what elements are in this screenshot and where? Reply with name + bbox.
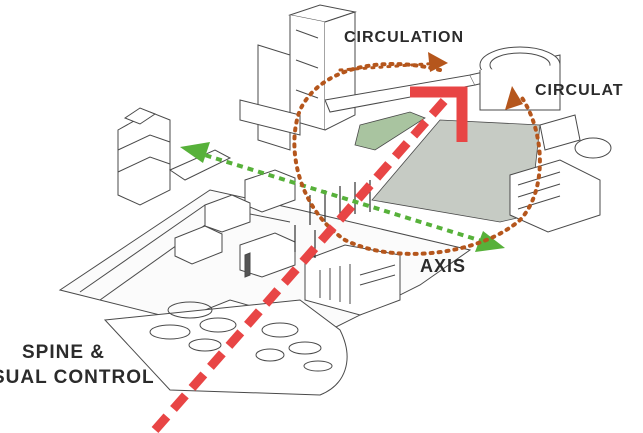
- axis-arrow-right: [475, 231, 505, 252]
- label-spine-line2: SUAL CONTROL: [0, 367, 155, 388]
- spine: [151, 86, 468, 433]
- right-building: [479, 46, 612, 233]
- circulation-arrow-top: [338, 61, 442, 72]
- lower-building: [244, 244, 401, 316]
- circulation-arrowhead-right: [505, 86, 523, 110]
- axis-line: [180, 142, 505, 252]
- label-circulation-right: CIRCULAT: [535, 82, 624, 99]
- label-circulation-top: CIRCULATION: [344, 29, 465, 46]
- garden-patch: [354, 111, 426, 151]
- slanted-block: [239, 44, 301, 151]
- label-spine-line1: SPINE &: [22, 342, 106, 363]
- spine-elbow: [410, 86, 468, 142]
- pavilions: [174, 169, 296, 278]
- circulation-loop: [292, 61, 542, 256]
- plaza: [103, 299, 348, 396]
- label-axis: AXIS: [420, 256, 467, 276]
- circulation-arrowhead-top: [428, 52, 448, 72]
- axis-arrow-left: [180, 142, 210, 163]
- left-building: [117, 107, 232, 206]
